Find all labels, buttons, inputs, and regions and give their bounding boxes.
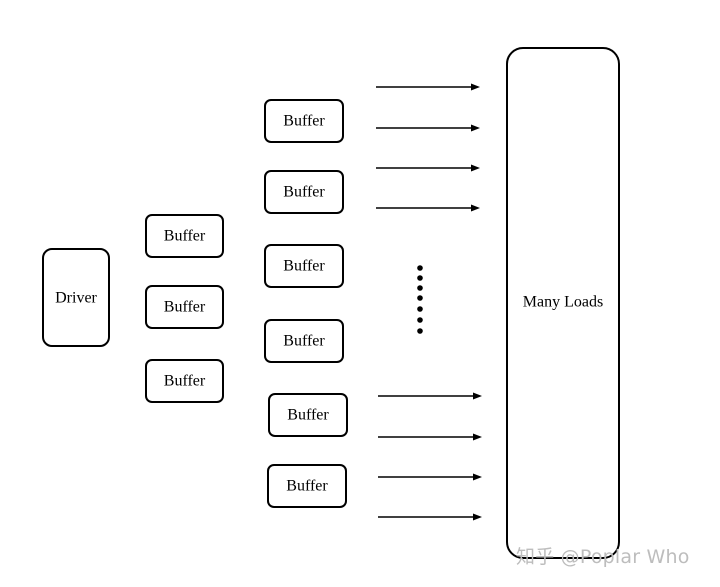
driver-box <box>42 248 110 347</box>
arrow <box>378 473 482 481</box>
ellipsis-dot <box>417 265 423 271</box>
buffer-label: Buffer <box>287 407 329 424</box>
buffer-box <box>264 99 344 143</box>
ellipsis-dot <box>417 295 423 301</box>
buffer-node: Buffer <box>264 244 344 288</box>
loads-label: Many Loads <box>523 294 603 311</box>
arrow <box>378 392 482 400</box>
buffer-box <box>264 170 344 214</box>
buffer-box <box>264 319 344 363</box>
buffer-label: Buffer <box>283 333 325 350</box>
driver-node: Driver <box>42 248 110 347</box>
ellipsis-dot <box>417 328 423 334</box>
buffer-label: Buffer <box>164 373 206 390</box>
buffer-label: Buffer <box>164 228 206 245</box>
buffer-label: Buffer <box>283 113 325 130</box>
ellipsis-dot <box>417 306 423 312</box>
loads-box <box>506 47 620 559</box>
loads-node: Many Loads <box>506 47 620 559</box>
arrow <box>376 164 480 172</box>
arrow <box>376 83 480 91</box>
arrow <box>378 433 482 441</box>
buffer-label: Buffer <box>286 478 328 495</box>
arrow <box>376 204 480 212</box>
driver-label: Driver <box>55 290 97 307</box>
buffer-box <box>264 244 344 288</box>
buffer-label: Buffer <box>283 184 325 201</box>
buffer-box <box>145 214 224 258</box>
arrow-group-top <box>376 83 480 212</box>
buffer-box <box>268 393 348 437</box>
arrow <box>376 124 480 132</box>
buffer-box <box>145 285 224 329</box>
buffer-node: Buffer <box>264 99 344 143</box>
buffer-node: Buffer <box>267 464 347 508</box>
buffer-node: Buffer <box>268 393 348 437</box>
buffer-node: Buffer <box>145 214 224 258</box>
buffer-label: Buffer <box>164 299 206 316</box>
buffer-node: Buffer <box>145 285 224 329</box>
arrow <box>378 513 482 521</box>
ellipsis-dot <box>417 317 423 323</box>
buffer-box <box>267 464 347 508</box>
ellipsis-dot <box>417 285 423 291</box>
buffer-box <box>145 359 224 403</box>
buffer-stage-2: Buffer Buffer Buffer Buffer Buffer Buffe… <box>264 99 348 508</box>
buffer-node: Buffer <box>145 359 224 403</box>
buffer-node: Buffer <box>264 170 344 214</box>
ellipsis-dot <box>417 275 423 281</box>
watermark-text: 知乎 @Poplar Who <box>516 546 690 568</box>
buffer-stage-1: Buffer Buffer Buffer <box>145 214 224 403</box>
vertical-ellipsis <box>417 265 423 334</box>
buffer-label: Buffer <box>283 258 325 275</box>
arrow-group-bottom <box>378 392 482 521</box>
buffer-node: Buffer <box>264 319 344 363</box>
